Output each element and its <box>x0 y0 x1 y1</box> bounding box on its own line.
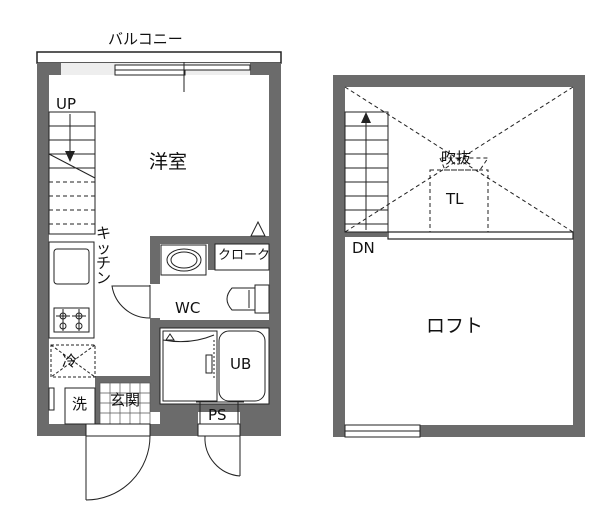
stair-up <box>48 111 96 235</box>
pipe-space-label: PS <box>208 406 227 424</box>
unit-bath <box>159 327 270 405</box>
laundry-space <box>64 387 96 425</box>
loft-window <box>344 424 421 438</box>
balcony-rail <box>36 51 282 64</box>
inner-walls <box>95 236 269 424</box>
stair-down <box>344 111 389 233</box>
closet-label: クローク <box>218 248 271 263</box>
toilet <box>226 284 270 314</box>
kitchen-counter <box>48 241 95 339</box>
loft-post <box>345 232 388 237</box>
stair-down-label: DN <box>352 239 375 257</box>
closet <box>214 220 270 271</box>
toilet-label: WC <box>175 299 201 317</box>
loft-walls <box>333 75 585 437</box>
wash-basin <box>160 244 207 276</box>
balcony-window <box>61 62 251 92</box>
top-light-label: TL <box>446 190 464 208</box>
loft-edge-rail <box>387 231 574 240</box>
lower-floor <box>36 51 282 501</box>
western-room-label: 洋室 <box>149 151 188 173</box>
stair-up-label: UP <box>56 95 77 113</box>
bath-label: UB <box>230 355 252 373</box>
fridge-space <box>50 344 96 378</box>
kitchen-label: キッチン <box>96 224 112 287</box>
loft-floor <box>333 75 585 438</box>
entrance-door <box>85 423 151 501</box>
outer-walls <box>37 63 281 436</box>
pipe-space-door <box>197 423 241 477</box>
entrance-label: 玄関 <box>110 391 141 409</box>
void-label: 吹抜 <box>441 149 472 167</box>
laundry-label: 洗 <box>72 395 88 413</box>
balcony-label: バルコニー <box>108 30 183 48</box>
fridge-label: 冷 <box>62 352 78 370</box>
loft-label: ロフト <box>426 315 484 337</box>
wall-mark <box>48 387 55 411</box>
room-door <box>111 285 151 319</box>
